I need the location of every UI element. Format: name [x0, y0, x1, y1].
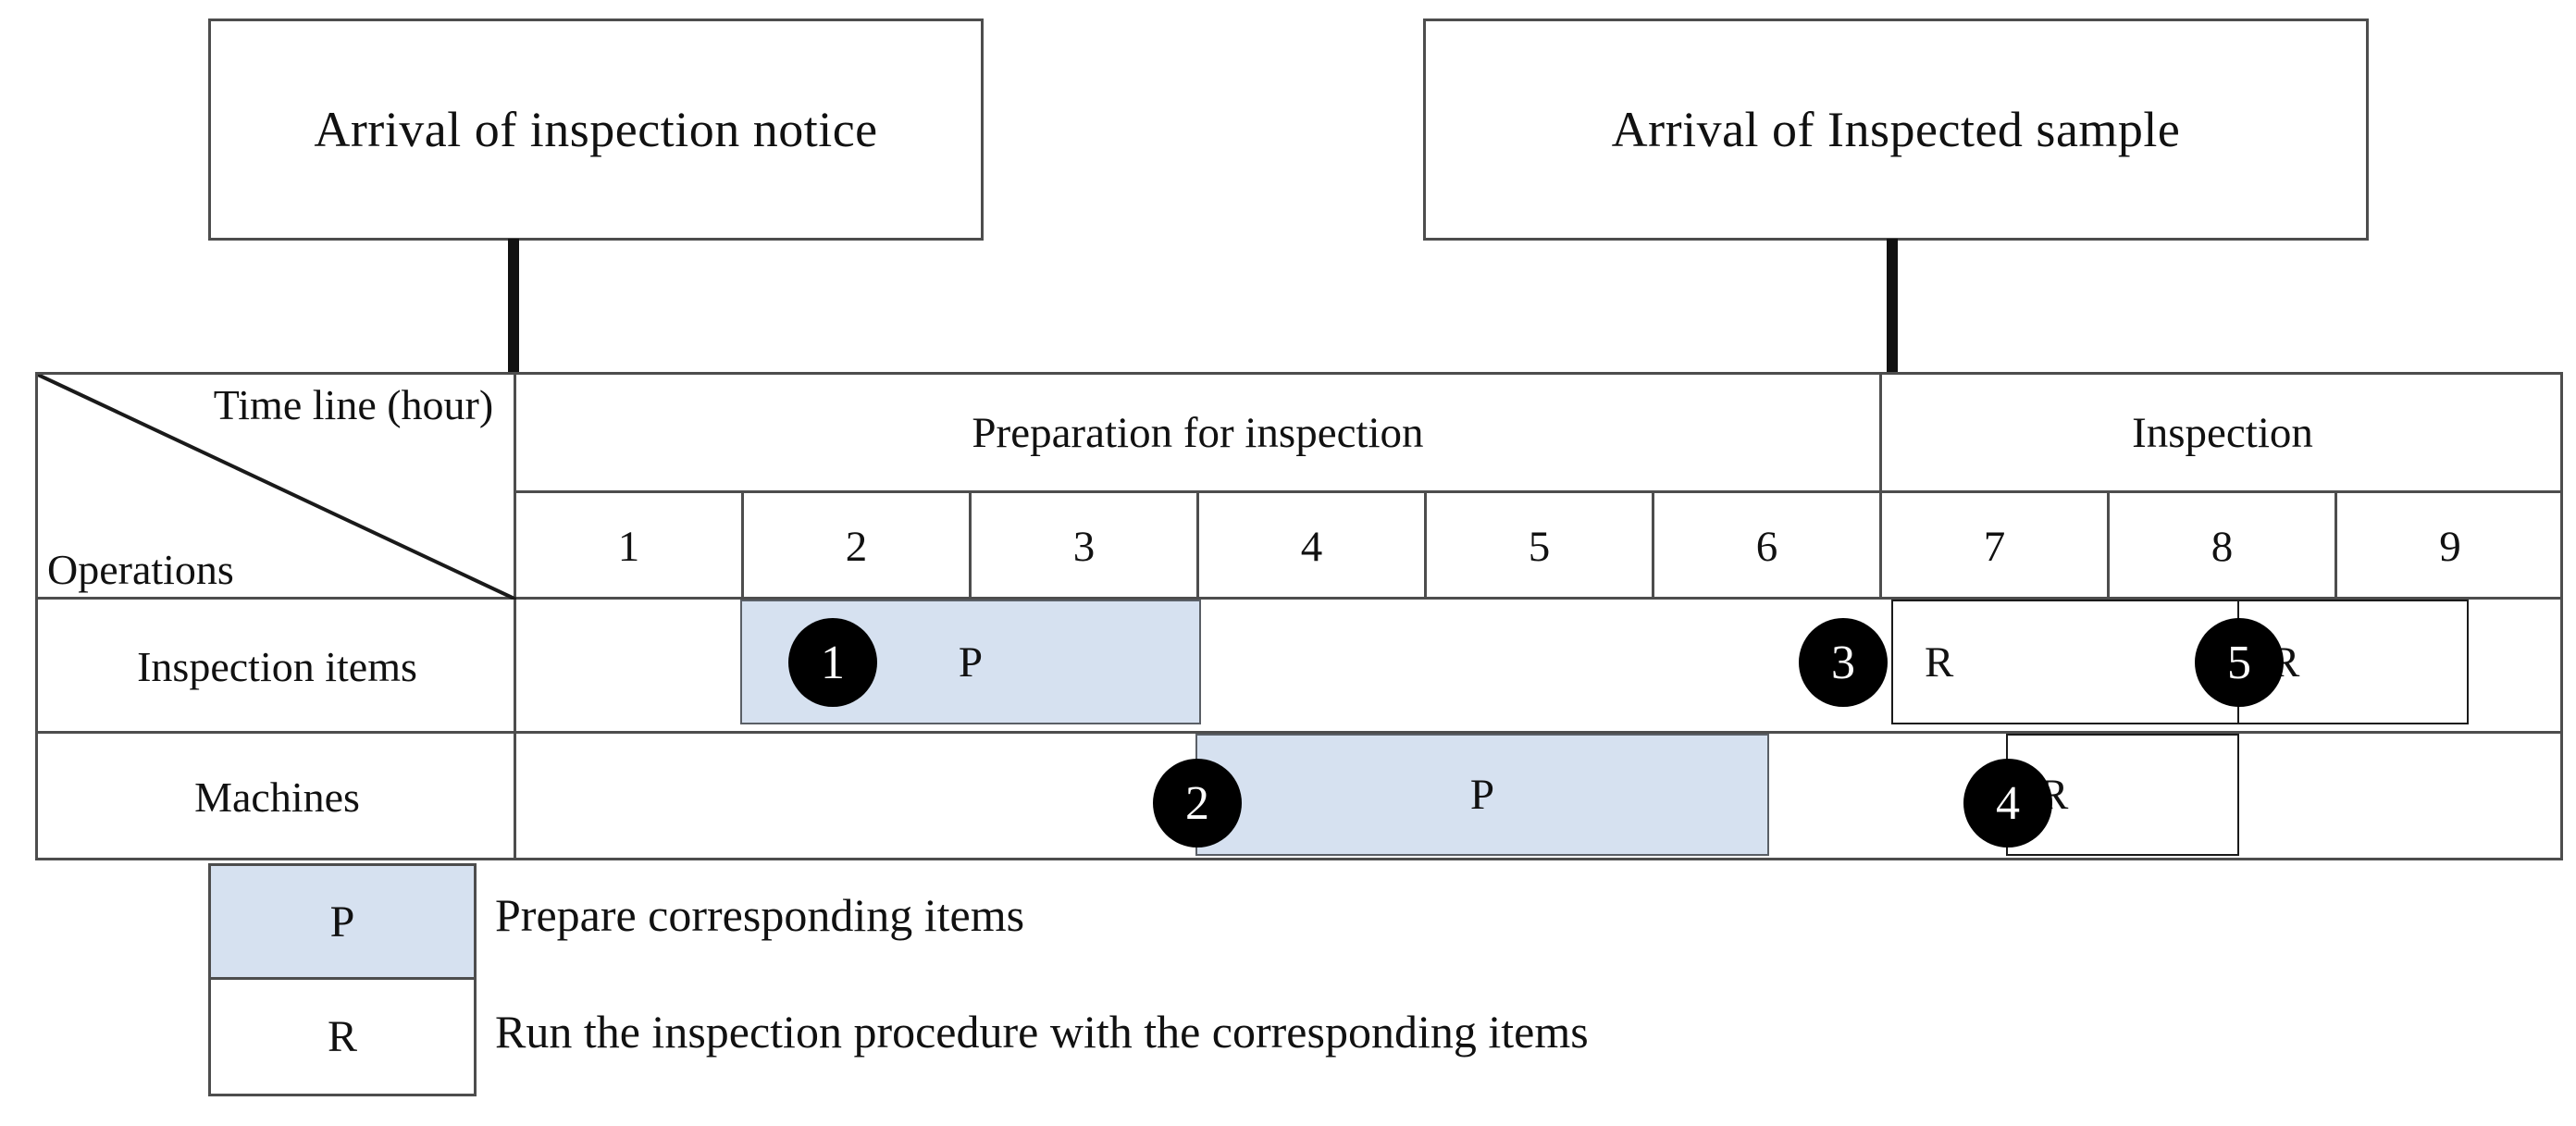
grid-line-hour-5-6 [1652, 493, 1654, 597]
hour-cell-1: 1 [617, 522, 640, 571]
task-marker-2[interactable]: 2 [1153, 759, 1242, 848]
event-box-arrival-notice: Arrival of inspection notice [208, 19, 984, 241]
grid-line-hour-3-4 [1196, 493, 1199, 597]
grid-line-header-bottom [38, 597, 2560, 600]
task-marker-1[interactable]: 1 [788, 618, 877, 707]
legend-swatch-run: R [208, 980, 477, 1096]
task-marker-3[interactable]: 3 [1799, 618, 1888, 707]
legend-code-r: R [327, 1012, 357, 1061]
hour-cell-9: 9 [2439, 522, 2461, 571]
grid-line-hour-7-8 [2107, 493, 2110, 597]
phase-header-inspection: Inspection [2132, 408, 2313, 457]
task-bar-3-code: R [1925, 637, 1954, 687]
task-bar-2-code: P [1469, 771, 1495, 819]
grid-line-items-machines [38, 731, 2560, 734]
hour-cell-3: 3 [1072, 522, 1096, 571]
corner-header-cell: Time line (hour) Operations [38, 375, 516, 600]
timeline-axis-label: Time line (hour) [213, 381, 494, 428]
task-marker-5[interactable]: 5 [2195, 618, 2284, 707]
diagonal-divider-icon [38, 375, 516, 600]
event-label-arrival-sample: Arrival of Inspected sample [1611, 101, 2181, 157]
grid-line-rowlabel-right [514, 375, 516, 860]
event-box-arrival-sample: Arrival of Inspected sample [1423, 19, 2369, 241]
hour-cell-7: 7 [1983, 522, 2006, 571]
hour-cell-8: 8 [2211, 522, 2234, 571]
grid-line-hour-2-3 [969, 493, 972, 597]
phase-header-preparation: Preparation for inspection [972, 408, 1424, 457]
grid-line-phase-hour [516, 490, 2560, 493]
task-bar-1-code: P [958, 637, 984, 687]
legend-description-run: Run the inspection procedure with the co… [495, 1006, 1589, 1058]
task-bar-2[interactable]: P [1195, 734, 1769, 856]
grid-line-phase-divider [1879, 375, 1882, 597]
grid-line-hour-8-9 [2334, 493, 2337, 597]
row-label-inspection-items: Inspection items [137, 643, 417, 690]
task-marker-4[interactable]: 4 [1963, 759, 2052, 848]
grid-line-hour-4-5 [1424, 493, 1427, 597]
legend-swatch-prepare: P [208, 863, 477, 980]
hour-cell-4: 4 [1300, 522, 1323, 571]
event-label-arrival-notice: Arrival of inspection notice [314, 101, 878, 157]
operations-axis-label: Operations [47, 546, 234, 594]
hour-cell-6: 6 [1755, 522, 1778, 571]
grid-line-hour-1-2 [741, 493, 744, 597]
hour-cell-2: 2 [845, 522, 868, 571]
hour-cell-5: 5 [1528, 522, 1551, 571]
legend-code-p: P [329, 897, 355, 947]
row-label-machines: Machines [194, 773, 360, 821]
legend-description-prepare: Prepare corresponding items [495, 889, 1025, 941]
